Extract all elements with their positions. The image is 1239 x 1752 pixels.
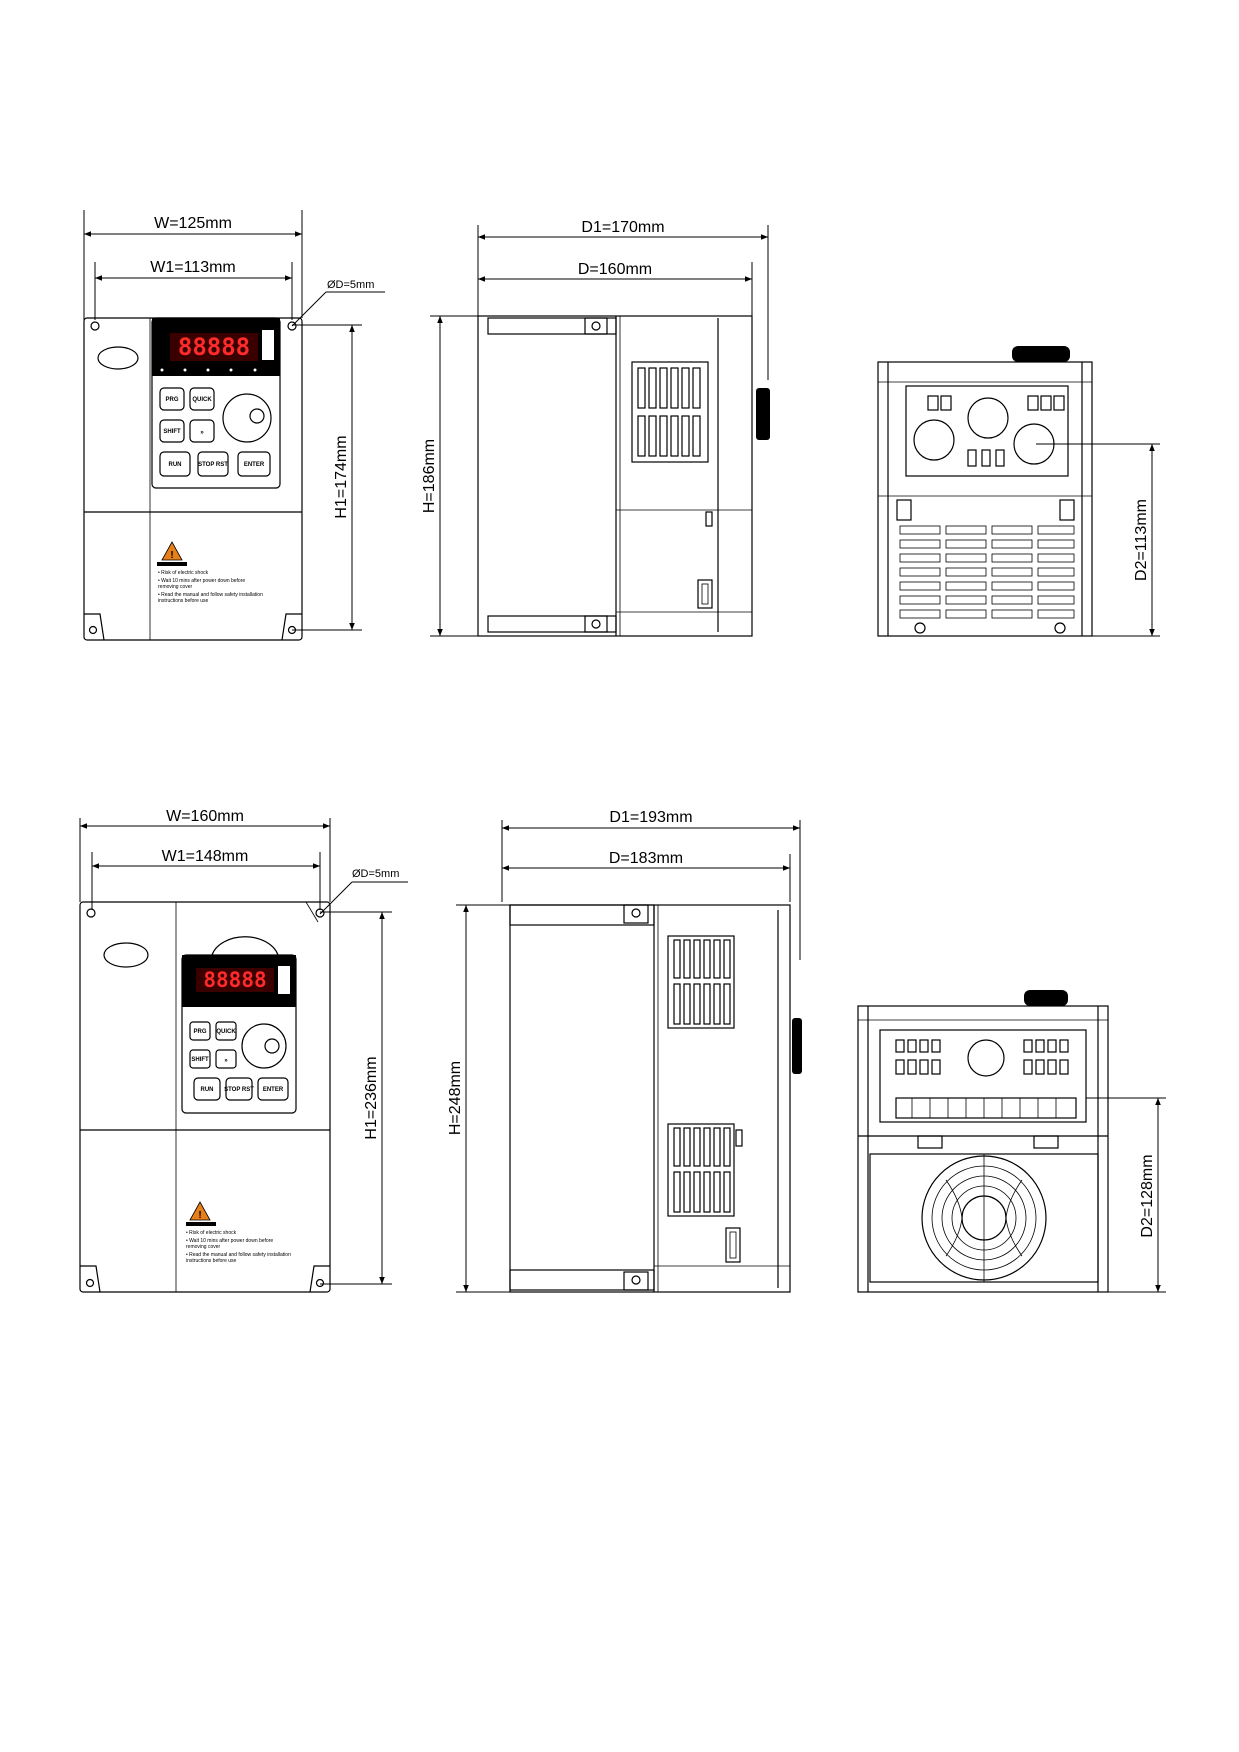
small-h1-label: H1=174mm <box>333 435 350 518</box>
large-shift-key[interactable] <box>189 1049 211 1069</box>
svg-text:• Wait 10 mins after power dow: • Wait 10 mins after power down before <box>186 1238 273 1244</box>
svg-text:• Read the manual and follow s: • Read the manual and follow safety inst… <box>186 1252 291 1258</box>
small-width-label: W=125mm <box>154 215 232 232</box>
small-run-key[interactable] <box>159 451 191 477</box>
svg-text:• Wait 10 mins after power dow: • Wait 10 mins after power down before <box>158 578 245 584</box>
large-side-view: D1=193mm D=183mm H=248mm <box>447 809 802 1293</box>
small-d-label: D=160mm <box>578 261 652 278</box>
svg-text:SHIFT: SHIFT <box>163 429 181 435</box>
svg-text:»: » <box>224 1058 228 1064</box>
svg-text:ENTER: ENTER <box>244 462 265 468</box>
large-forward-key[interactable] <box>215 1049 237 1069</box>
svg-text:ENTER: ENTER <box>263 1087 284 1093</box>
large-hole-label: ØD=5mm <box>352 868 399 880</box>
large-logo-oval <box>103 942 149 968</box>
small-d2-label: D2=113mm <box>1133 499 1150 581</box>
small-d1-label: D1=170mm <box>581 219 664 236</box>
large-prg-key[interactable] <box>189 1021 211 1041</box>
svg-text:STOP RST: STOP RST <box>224 1087 254 1093</box>
large-w1-label: W1=148mm <box>162 848 249 865</box>
small-side-view: D1=170mm D=160mm H=186mm <box>421 219 770 637</box>
svg-text:• Risk of electric shock: • Risk of electric shock <box>158 570 209 576</box>
logo-oval <box>97 346 139 370</box>
small-side-vents <box>637 367 701 457</box>
large-width-label: W=160mm <box>166 808 244 825</box>
svg-text:!: ! <box>198 1210 201 1221</box>
large-d2-label: D2=128mm <box>1139 1154 1156 1237</box>
svg-text:RUN: RUN <box>169 462 182 468</box>
small-w1-label: W1=113mm <box>150 259 236 276</box>
large-h-label: H=248mm <box>447 1061 464 1135</box>
small-bottom-view: D2=113mm <box>877 346 1160 637</box>
small-bottom-vents <box>899 525 1075 634</box>
svg-text:• Risk of electric shock: • Risk of electric shock <box>186 1230 237 1236</box>
small-h-label: H=186mm <box>421 439 438 513</box>
svg-text:• Read the manual and follow s: • Read the manual and follow safety inst… <box>158 592 263 598</box>
svg-text:PRG: PRG <box>193 1029 206 1035</box>
svg-text:instructions before use: instructions before use <box>158 598 209 604</box>
large-quick-key[interactable] <box>215 1021 237 1041</box>
large-bottom-view: D2=128mm <box>857 990 1166 1293</box>
small-knob[interactable] <box>222 393 272 443</box>
small-front-view: W=125mm W1=113mm ØD=5mm H1=174mm 88888 <box>83 210 385 641</box>
large-front-view: W=160mm W1=148mm ØD=5mm H1=236mm 88888 P… <box>79 808 408 1293</box>
small-prg-key[interactable] <box>159 387 185 411</box>
small-shift-key[interactable] <box>159 419 185 443</box>
svg-text:QUICK: QUICK <box>192 397 212 403</box>
large-run-key[interactable] <box>193 1077 221 1101</box>
svg-text:instructions before use: instructions before use <box>186 1258 237 1264</box>
small-forward-key[interactable] <box>189 419 215 443</box>
small-led-display: 88888 <box>178 333 250 361</box>
svg-text:removing cover: removing cover <box>186 1244 221 1250</box>
large-led-display: 88888 <box>203 968 266 992</box>
large-side-vents-bottom <box>667 1123 735 1217</box>
large-warning-label: ! • Risk of electric shock • Wait 10 min… <box>186 1201 291 1264</box>
large-enter-key[interactable] <box>257 1077 289 1101</box>
small-stop-key[interactable] <box>197 451 229 477</box>
svg-text:STOP RST: STOP RST <box>198 462 228 468</box>
large-side-vents-top <box>667 935 735 1029</box>
large-knob[interactable] <box>241 1023 287 1069</box>
svg-text:QUICK: QUICK <box>216 1029 236 1035</box>
svg-text:removing cover: removing cover <box>158 584 193 590</box>
small-hole-label: ØD=5mm <box>327 279 374 291</box>
large-d-label: D=183mm <box>609 850 683 867</box>
small-enter-key[interactable] <box>237 451 271 477</box>
svg-text:PRG: PRG <box>165 397 178 403</box>
svg-text:RUN: RUN <box>201 1087 214 1093</box>
svg-text:!: ! <box>170 550 173 561</box>
large-d1-label: D1=193mm <box>609 809 692 826</box>
svg-text:SHIFT: SHIFT <box>191 1057 209 1063</box>
cooling-fan <box>921 1155 1047 1281</box>
small-quick-key[interactable] <box>189 387 215 411</box>
small-warning-label: ! • Risk of electric shock • Wait 10 min… <box>157 541 263 604</box>
large-h1-label: H1=236mm <box>363 1056 380 1139</box>
large-stop-key[interactable] <box>225 1077 253 1101</box>
svg-text:»: » <box>200 430 204 436</box>
